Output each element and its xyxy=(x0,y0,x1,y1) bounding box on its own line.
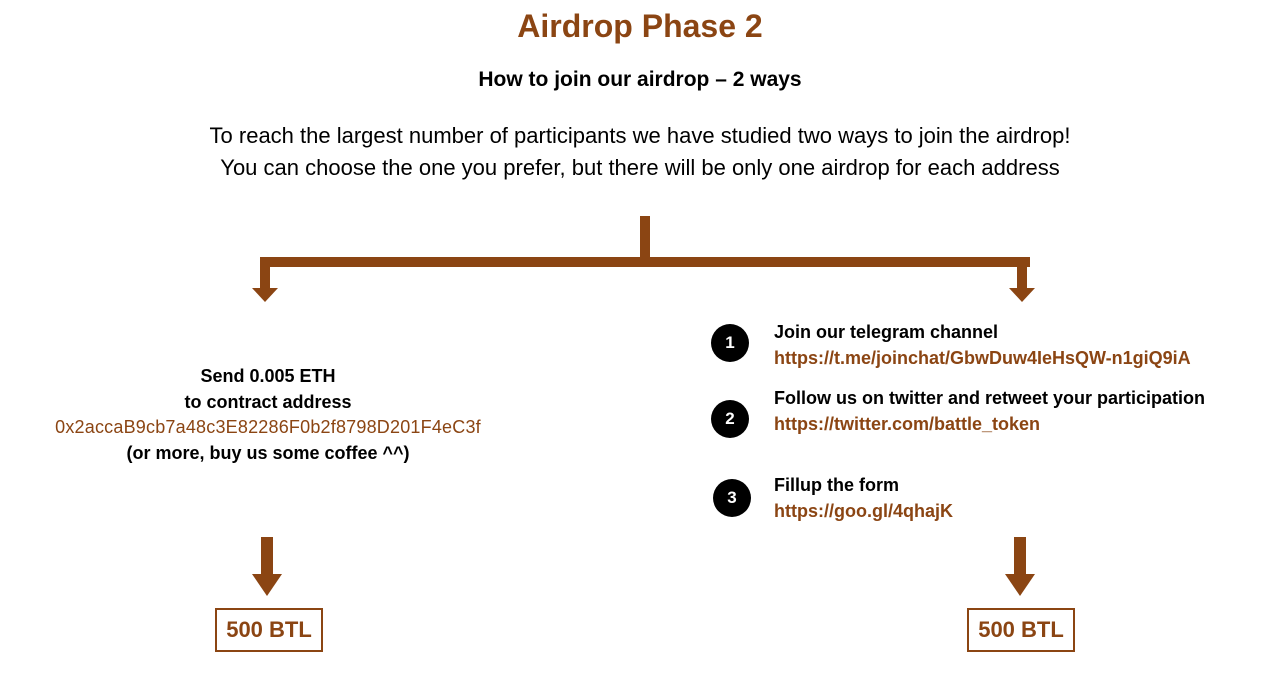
step-3-number: 3 xyxy=(727,488,737,507)
eth-option: Send 0.005 ETH to contract address 0x2ac… xyxy=(18,364,518,466)
connector-right-drop xyxy=(1017,257,1027,289)
eth-reward-box: 500 BTL xyxy=(215,608,323,652)
intro-line-2: You can choose the one you prefer, but t… xyxy=(220,155,1060,180)
left-reward-arrow-shaft xyxy=(261,537,273,575)
connector-horizontal xyxy=(260,257,1030,267)
left-reward-arrow-icon xyxy=(252,574,282,596)
intro-line-1: To reach the largest number of participa… xyxy=(209,123,1071,148)
step-3-title: Fillup the form xyxy=(774,475,899,495)
intro-text: To reach the largest number of participa… xyxy=(0,120,1280,184)
right-branch-arrow-icon xyxy=(1009,288,1035,302)
page-subtitle: How to join our airdrop – 2 ways xyxy=(478,68,802,91)
connector-stem xyxy=(640,216,650,266)
connector-left-drop xyxy=(260,257,270,289)
form-link[interactable]: https://goo.gl/4qhajK xyxy=(774,501,953,521)
step-1: Join our telegram channel https://t.me/j… xyxy=(774,319,1191,371)
twitter-link[interactable]: https://twitter.com/battle_token xyxy=(774,414,1041,434)
right-reward-arrow-shaft xyxy=(1014,537,1026,575)
right-reward-arrow-icon xyxy=(1005,574,1035,596)
left-branch-arrow-icon xyxy=(252,288,278,302)
step-1-number: 1 xyxy=(725,333,735,352)
step-1-badge: 1 xyxy=(711,324,749,362)
step-2: Follow us on twitter and retweet your pa… xyxy=(774,385,1205,437)
step-3-badge: 3 xyxy=(713,479,751,517)
step-2-number: 2 xyxy=(725,409,735,428)
step-3: Fillup the form https://goo.gl/4qhajK xyxy=(774,472,953,524)
social-reward-box: 500 BTL xyxy=(967,608,1075,652)
step-2-title: Follow us on twitter and retweet your pa… xyxy=(774,388,1206,408)
telegram-link[interactable]: https://t.me/joinchat/GbwDuw4IeHsQW-n1gi… xyxy=(774,348,1191,368)
eth-send-amount: Send 0.005 ETH xyxy=(200,366,336,386)
page-title: Airdrop Phase 2 xyxy=(517,8,763,44)
step-1-title: Join our telegram channel xyxy=(774,322,999,342)
eth-contract-label: to contract address xyxy=(184,391,352,412)
step-2-badge: 2 xyxy=(711,400,749,438)
contract-address[interactable]: 0x2accaB9cb7a48c3E82286F0b2f8798D201F4eC… xyxy=(55,417,481,437)
eth-note: (or more, buy us some coffee ^^) xyxy=(126,442,410,463)
